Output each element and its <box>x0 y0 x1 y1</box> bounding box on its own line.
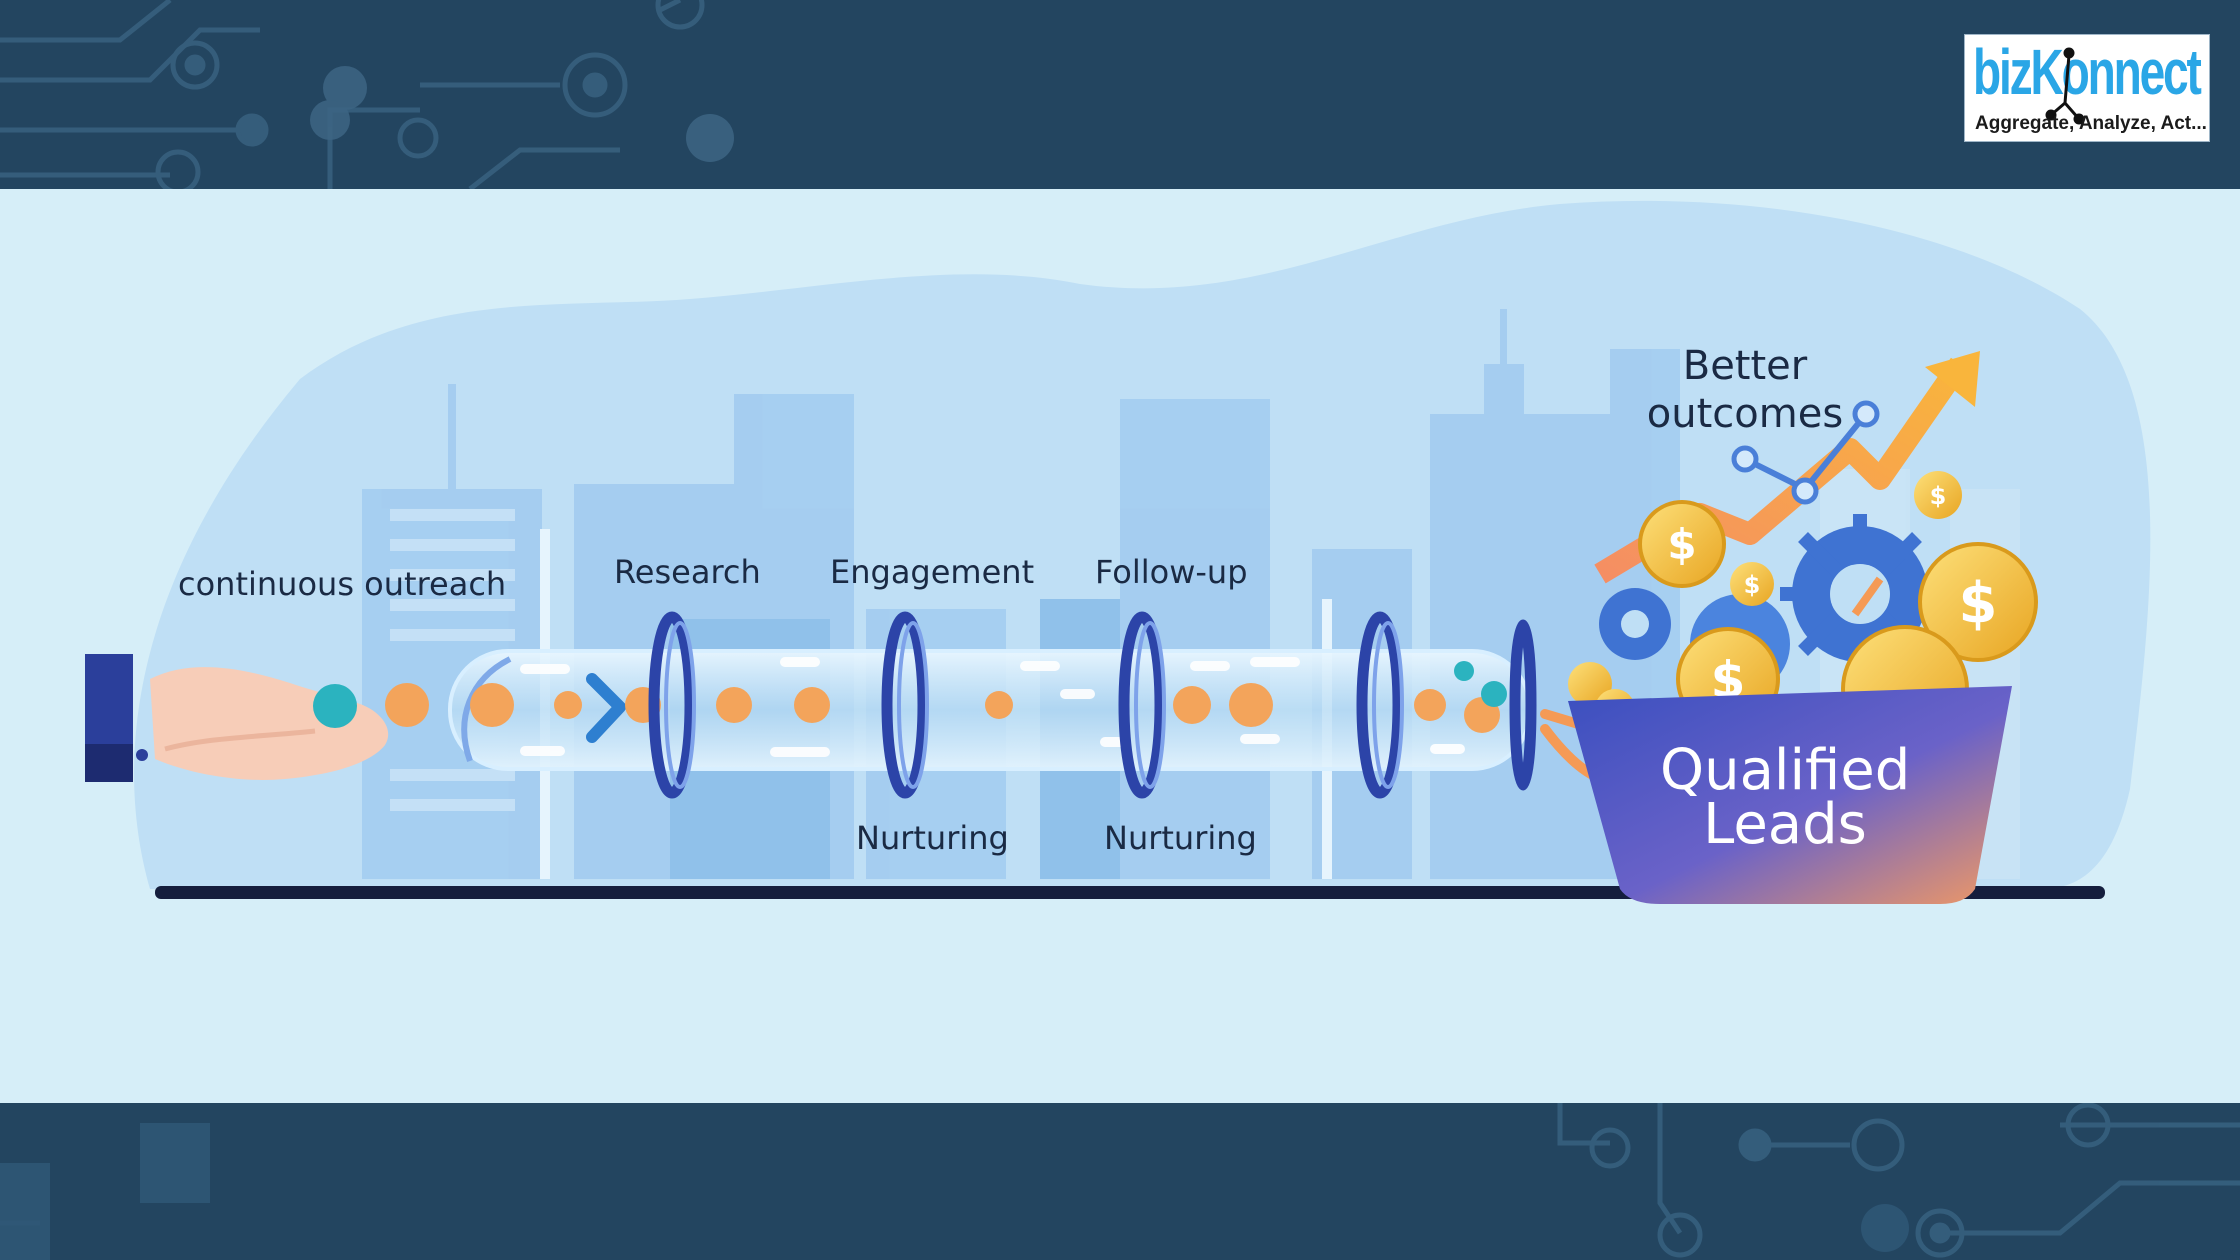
illustration-panel: $ $ $ $ $ continuous outreach Research E… <box>0 189 2240 1103</box>
bizkonnect-logo: bizKonnect Aggregate, Analyze, Act... <box>1964 34 2210 142</box>
svg-text:$: $ <box>1744 571 1761 599</box>
label-engagement: Engagement <box>830 553 1035 591</box>
stage-rings <box>648 611 1537 799</box>
label-continuous-outreach: continuous outreach <box>178 565 507 603</box>
svg-text:$: $ <box>1930 482 1947 510</box>
leads-bucket <box>1568 686 2012 904</box>
logo-wordmark: bizKonnect <box>1973 36 2202 108</box>
better-outcomes-line1: Better <box>1682 343 1808 389</box>
logo-network-icon <box>2045 47 2085 125</box>
chevron-right-icon <box>586 673 626 743</box>
label-nurturing-1: Nurturing <box>856 819 1009 857</box>
lead-dots <box>313 661 1507 733</box>
label-follow-up: Follow-up <box>1095 553 1248 591</box>
qualified-leads-line1: Qualified <box>1660 738 1911 803</box>
lead-pipeline-illustration: $ $ $ $ $ <box>85 200 2151 904</box>
svg-text:$: $ <box>1667 520 1696 569</box>
baseline <box>155 886 2105 899</box>
tube-highlights <box>520 657 1465 757</box>
logo-tagline: Aggregate, Analyze, Act... <box>1975 113 2207 134</box>
circuit-decoration-bottom <box>0 1103 2240 1260</box>
label-nurturing-2: Nurturing <box>1104 819 1257 857</box>
label-qualified-leads: Qualified Leads <box>1660 743 1910 853</box>
label-research: Research <box>614 553 761 591</box>
circuit-decoration-top <box>0 0 734 189</box>
label-better-outcomes: Better outcomes <box>1645 342 1845 438</box>
svg-text:$: $ <box>1959 571 1998 636</box>
better-outcomes-line2: outcomes <box>1646 391 1844 437</box>
qualified-leads-line2: Leads <box>1703 792 1867 857</box>
